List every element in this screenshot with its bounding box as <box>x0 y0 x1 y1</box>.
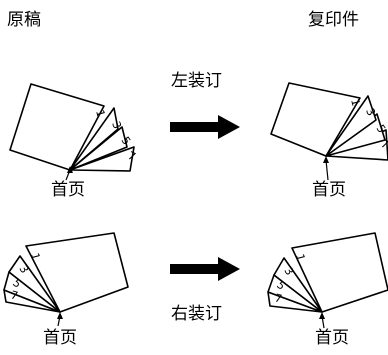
page-number-7: 7 <box>379 137 388 152</box>
sheet-1 <box>270 82 361 157</box>
sheet-1 <box>291 232 388 313</box>
page-number-1: 1 <box>348 97 362 107</box>
pointer-arrowhead <box>319 312 325 319</box>
original-header: 原稿 <box>7 10 41 30</box>
page-number-1: 1 <box>293 252 307 262</box>
right-binding-label: 右装订 <box>171 304 222 324</box>
pointer-arrowhead <box>67 166 73 173</box>
copy-header: 复印件 <box>308 10 359 30</box>
page-number-1: 1 <box>28 251 42 261</box>
sheet-1 <box>9 83 105 171</box>
stack-original-left-binding: 1 3 5 7 <box>9 83 138 181</box>
left-binding-label: 左装订 <box>171 71 222 91</box>
sheet-7 <box>69 146 135 172</box>
page-number-7: 7 <box>126 149 138 164</box>
stack-copy-left-binding: 1 3 5 7 <box>270 82 388 181</box>
first-page-label-top-right: 首页 <box>312 180 346 200</box>
pointer-arrowhead <box>57 312 63 319</box>
page-number-1: 1 <box>93 108 107 118</box>
arrow-right-icon <box>170 257 240 281</box>
first-page-label-bottom-right: 首页 <box>315 328 349 348</box>
sheet-1 <box>25 232 129 313</box>
stack-original-right-binding: 1 3 5 7 <box>3 232 129 327</box>
first-page-pointer <box>325 159 329 181</box>
first-page-label-bottom-left: 首页 <box>43 328 77 348</box>
page-number-7: 7 <box>273 291 283 305</box>
pointer-arrowhead <box>323 156 329 163</box>
page-number-3: 3 <box>363 107 378 118</box>
page-number-3: 3 <box>109 120 124 131</box>
page-number-7: 7 <box>9 288 19 302</box>
sheet-3 <box>325 95 377 157</box>
sheet-3 <box>8 255 61 313</box>
sheet-3 <box>273 257 323 313</box>
stack-copy-right-binding: 1 3 5 7 <box>267 232 388 329</box>
arrow-right-icon <box>170 115 240 139</box>
sheet-3 <box>69 107 119 171</box>
first-page-label-top-left: 首页 <box>51 180 85 200</box>
